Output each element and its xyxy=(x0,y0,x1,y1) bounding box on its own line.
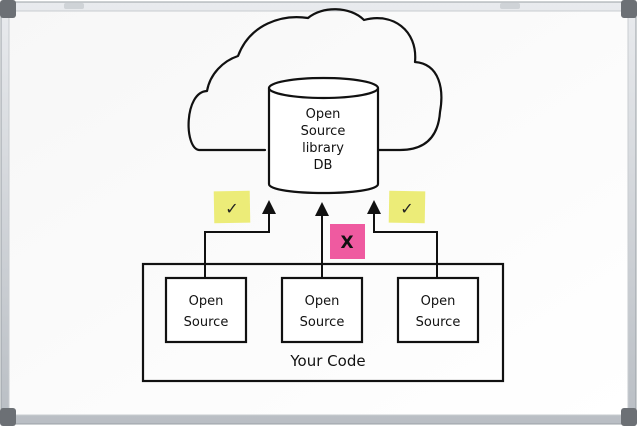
sticky-note-blocked-center: X xyxy=(330,224,365,259)
module-label-line-2: Source xyxy=(416,315,461,330)
module-label-line-2: Source xyxy=(300,315,345,330)
module-box xyxy=(396,276,480,344)
your-code-label: Your Code xyxy=(289,352,365,370)
module-label-line-2: Source xyxy=(184,315,229,330)
arrow-right-module-to-db xyxy=(367,200,438,278)
frame-clip xyxy=(64,3,84,9)
frame-corner-cap xyxy=(0,408,16,426)
frame-corner-cap xyxy=(0,0,16,18)
sticky-paper xyxy=(330,224,365,259)
checkmark-icon: ✓ xyxy=(225,199,238,218)
module-label-line-1: Open xyxy=(189,294,224,309)
sticky-paper xyxy=(388,190,426,224)
module-label-line-1: Open xyxy=(305,294,340,309)
frame-corner-cap xyxy=(621,408,637,426)
cross-mark-icon: X xyxy=(340,233,353,253)
database-label-line-3: library xyxy=(302,141,344,156)
frame-clip xyxy=(500,3,520,9)
sticky-paper xyxy=(213,190,251,224)
database-label-line-1: Open xyxy=(306,107,341,122)
cloud-shape xyxy=(187,8,443,152)
sticky-note-allowed-left: ✓ xyxy=(213,190,251,224)
sticky-note-allowed-right: ✓ xyxy=(388,190,426,224)
database-label-line-4: DB xyxy=(314,158,333,173)
module-label-line-1: Open xyxy=(421,294,456,309)
database-cylinder xyxy=(267,76,380,195)
frame-corner-cap xyxy=(621,0,637,18)
database-label-line-2: Source xyxy=(301,124,346,139)
module-box xyxy=(280,276,364,344)
module-box xyxy=(164,276,248,344)
checkmark-icon: ✓ xyxy=(400,199,413,218)
arrow-left-module-to-db xyxy=(204,200,276,278)
